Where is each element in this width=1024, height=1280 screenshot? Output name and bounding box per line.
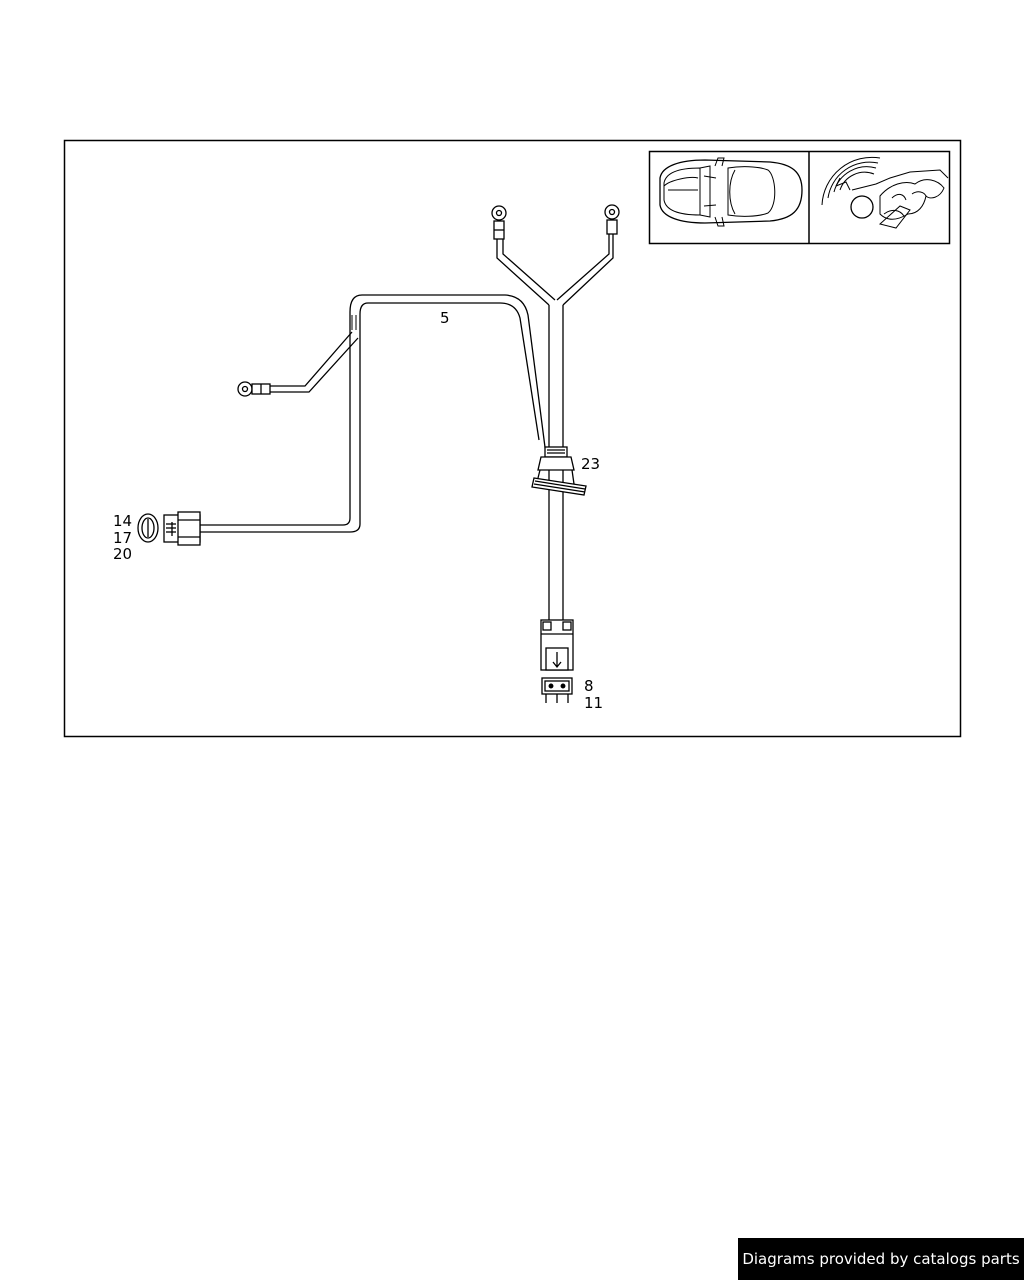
footer-credit-text: Diagrams provided by catalogs parts [742,1250,1020,1268]
connector-left [163,511,201,546]
connector-cap-left [137,513,159,543]
grommet [531,446,587,496]
callout-connector-left-2: 17 [113,529,132,547]
callout-connector-left-1: 14 [113,512,132,530]
connector-bottom [540,619,574,671]
callout-connector-bottom-2: 11 [584,694,603,712]
ring-terminal-left [237,381,271,397]
callout-connector-left-3: 20 [113,545,132,563]
callout-grommet: 23 [581,455,600,473]
ring-terminal-top-right [604,204,620,235]
inset-thumbnails [648,150,951,245]
callout-harness: 5 [440,309,450,327]
ring-terminal-top-left [491,205,507,240]
wiring-harness [200,232,614,620]
footer-credit: Diagrams provided by catalogs parts [738,1238,1024,1280]
terminal-block-bottom [541,677,573,703]
diagram-frame [63,139,962,738]
interior-view-icon [821,156,949,229]
callout-connector-bottom-1: 8 [584,677,594,695]
car-location-icon [659,157,803,227]
